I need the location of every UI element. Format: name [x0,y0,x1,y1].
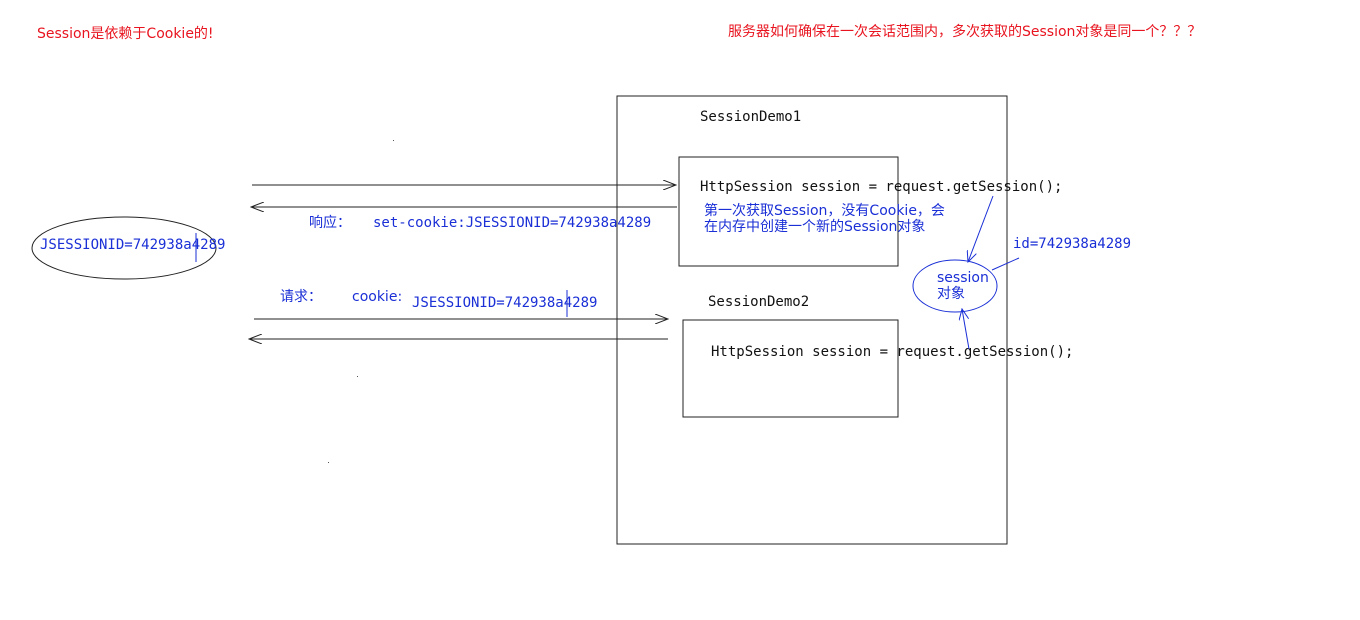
session-object-line2: 对象 [937,286,965,302]
header-left-note: Session是依赖于Cookie的! [37,26,214,42]
response-label: 响应： [309,214,351,231]
session-object-line1: session [937,270,989,286]
request-cookie-label: cookie: [352,289,402,305]
demo1-note-line2: 在内存中创建一个新的Session对象 [704,219,925,235]
client-cookie-value: JSESSIONID=742938a4289 [40,237,225,253]
session-id-pointer [991,257,1020,271]
session-id-label: id=742938a4289 [1013,236,1131,252]
session-object-ellipse [912,259,998,313]
response-header: set-cookie:JSESSIONID=742938a4289 [373,215,651,231]
demo1-note-line1: 第一次获取Session，没有Cookie，会 [704,202,945,219]
stray-dot-2 [357,376,358,377]
client-cookie-ellipse [31,216,217,280]
demo2-box [682,319,899,418]
request-cookie-value: JSESSIONID=742938a4289 [412,295,597,311]
demo1-title: SessionDemo1 [700,109,801,125]
demo2-code: HttpSession session = request.getSession… [711,344,1073,360]
demo1-code: HttpSession session = request.getSession… [700,179,1062,195]
stray-dot-3 [328,462,329,463]
stray-dot-1 [393,140,394,141]
header-right-question: 服务器如何确保在一次会话范围内，多次获取的Session对象是同一个？？？ [728,23,1201,40]
demo1-to-session-arrow [968,195,994,262]
server-box [616,95,1008,545]
demo2-title: SessionDemo2 [708,294,809,310]
demo2-to-session-arrow [962,309,970,350]
request-label: 请求： [280,289,322,305]
demo1-box [678,156,899,267]
